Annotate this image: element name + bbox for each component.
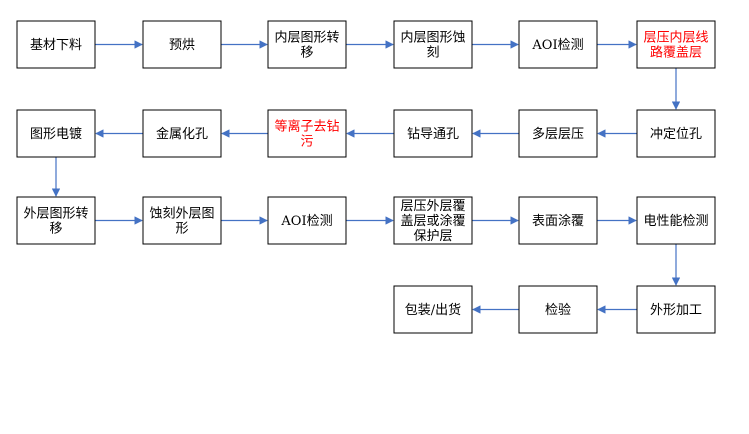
- process-step-n15: AOI检测: [267, 196, 347, 245]
- process-step-label: 形: [175, 222, 188, 237]
- process-step-label: 基材下料: [30, 38, 82, 53]
- process-step-label: 刻: [426, 46, 439, 61]
- process-step-box: [16, 109, 96, 158]
- process-step-box: [636, 109, 716, 158]
- process-step-label: 金属化孔: [156, 126, 208, 142]
- process-step-label: 污: [300, 135, 313, 150]
- process-step-n7: 冲定位孔: [636, 109, 716, 158]
- process-step-label: 外层图形转: [23, 207, 88, 222]
- process-step-label: 蚀刻外层图: [149, 207, 214, 222]
- process-step-box: [636, 20, 716, 69]
- process-step-n5: AOI检测: [518, 20, 598, 69]
- process-step-n21: 包装/出货: [393, 285, 473, 334]
- process-step-box: [393, 285, 473, 334]
- process-step-label: 盖层或涂覆: [400, 213, 465, 229]
- process-step-label: AOI检测: [531, 38, 583, 53]
- process-step-n17: 表面涂覆: [518, 196, 598, 245]
- process-step-label: 内层图形蚀: [400, 30, 465, 46]
- process-step-box: [518, 196, 598, 245]
- process-step-n8: 多层层压: [518, 109, 598, 158]
- process-step-label: 图形电镀: [30, 126, 82, 142]
- process-step-n12: 图形电镀: [16, 109, 96, 158]
- process-step-label: 内层图形转: [274, 30, 339, 46]
- process-step-box: [393, 196, 473, 245]
- process-step-n19: 外形加工: [636, 285, 716, 334]
- process-step-n11: 金属化孔: [142, 109, 222, 158]
- process-step-n20: 检验: [518, 285, 598, 334]
- process-step-label: 等离子去钻: [274, 119, 339, 135]
- process-step-label: 外形加工: [650, 303, 702, 318]
- process-step-box: [142, 109, 222, 158]
- process-step-label: 钻导通孔: [407, 127, 459, 142]
- process-step-box: [142, 20, 222, 69]
- process-step-n9: 钻导通孔: [393, 109, 473, 158]
- process-step-box: [518, 285, 598, 334]
- process-step-box: [267, 196, 347, 245]
- process-step-box: [393, 20, 473, 69]
- process-step-box: [518, 109, 598, 158]
- process-step-label: 层压外层覆: [400, 199, 465, 214]
- process-step-label: 移: [300, 46, 313, 61]
- process-step-box: [636, 285, 716, 334]
- process-step-box: [16, 196, 96, 245]
- process-step-box: [393, 109, 473, 158]
- process-step-label: 冲定位孔: [650, 127, 702, 142]
- process-step-n1: 基材下料: [16, 20, 96, 69]
- process-step-label: 移: [49, 222, 62, 237]
- process-step-n18: 电性能检测: [636, 196, 716, 245]
- process-step-label: 电性能检测: [643, 214, 708, 229]
- process-step-label: 保护层: [413, 229, 452, 244]
- process-step-box: [16, 20, 96, 69]
- process-step-label: 检验: [545, 302, 571, 318]
- process-step-box: [267, 20, 347, 69]
- process-step-label: 表面涂覆: [532, 213, 584, 229]
- process-step-label: 包装/出货: [405, 302, 461, 318]
- process-step-box: [518, 20, 598, 69]
- process-step-box: [267, 109, 347, 158]
- process-step-n2: 预烘: [142, 20, 222, 69]
- flow-arrows: [51, 40, 681, 314]
- process-step-box: [142, 196, 222, 245]
- process-step-label: 多层层压: [532, 126, 584, 142]
- process-step-label: 预烘: [169, 38, 195, 53]
- process-step-label: 路覆盖层: [650, 45, 702, 61]
- process-step-label: 层压内层线: [643, 30, 708, 46]
- process-step-label: AOI检测: [280, 214, 332, 229]
- process-step-box: [636, 196, 716, 245]
